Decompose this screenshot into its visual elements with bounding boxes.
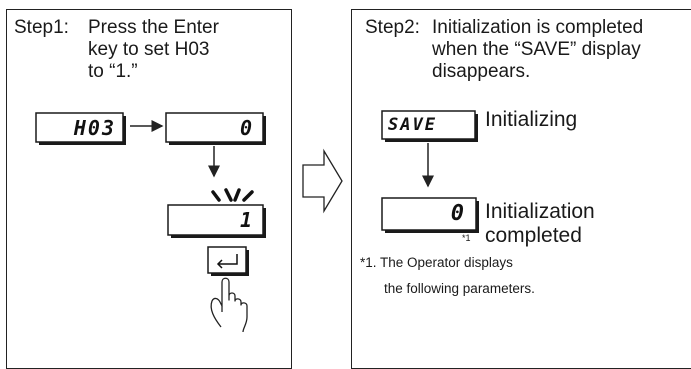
initializing-label: Initializing — [485, 108, 578, 131]
step2-line2: when the “SAVE” display — [432, 39, 641, 60]
display-set-text: 1 — [239, 208, 254, 232]
diagram-drawing — [35, 110, 479, 333]
step1-label: Step1: — [14, 17, 69, 38]
flash-marks-icon — [211, 188, 254, 202]
step2-line1: Initialization is completed — [432, 17, 644, 38]
footnote-line2: the following parameters. — [384, 281, 535, 296]
hollow-right-arrow-icon — [302, 148, 343, 214]
step2-label: Step2: — [365, 17, 420, 38]
display-final-text: 0 — [450, 201, 466, 226]
footnote-ref: *1 — [462, 233, 471, 243]
param-display-h03 — [35, 112, 126, 145]
hand-pointer-icon — [210, 277, 248, 333]
step1-line1: Press the Enter — [88, 17, 219, 38]
enter-key-icon — [207, 246, 249, 276]
value-display-initial — [165, 112, 266, 145]
final-display — [381, 197, 479, 233]
display-initial-text: 0 — [239, 116, 254, 140]
display-param-text: H03 — [73, 116, 116, 140]
display-save-text: SAVE — [388, 115, 437, 135]
value-display-set — [167, 204, 266, 238]
save-display — [381, 110, 478, 142]
initialization-label: Initialization — [485, 200, 595, 223]
step1-line2: key to set H03 — [88, 39, 210, 60]
completed-label: completed — [485, 224, 582, 247]
step2-line3: disappears. — [432, 61, 531, 82]
step1-line3: to “1.” — [88, 61, 138, 82]
step1-panel — [6, 9, 292, 369]
step2-panel — [351, 9, 691, 369]
footnote-line1: *1. The Operator displays — [360, 255, 513, 270]
